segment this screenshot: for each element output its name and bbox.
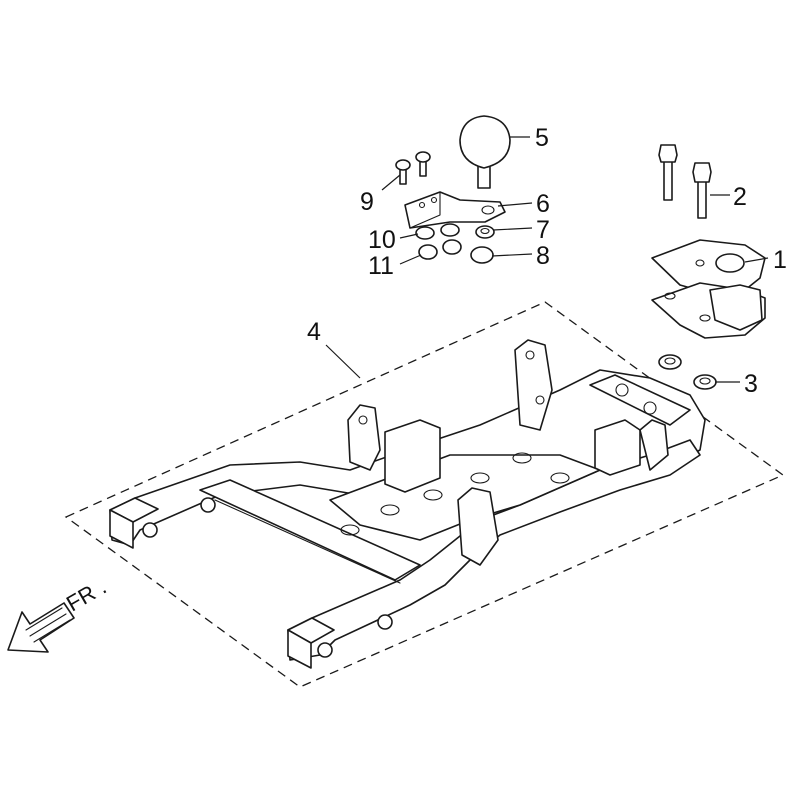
engine-mount-bracket [514,339,553,431]
mount-bracket-assembly [651,239,766,339]
nut [442,239,462,255]
tube-bolt [643,401,657,415]
plate-hole [340,524,360,536]
engine-mount-bracket [639,419,669,471]
mount-plate-hole-small [664,292,676,300]
leader-lines [325,136,769,383]
nut [693,374,717,390]
screw-head [415,151,431,163]
engine-mount-bracket [347,404,381,471]
callout-labels: 1 2 3 4 5 6 7 8 9 10 11 [307,124,787,398]
mount-rubber [709,284,763,331]
nut [658,354,682,370]
leader-6 [497,202,533,207]
nut [418,244,438,260]
leader-4 [325,344,361,379]
callout-11: 11 [368,252,394,280]
mount-plate-hole [715,253,745,273]
plate-hole [470,472,490,484]
plate-hole [423,489,443,501]
rail-bolt [200,497,216,513]
leader-11 [399,254,422,265]
knob-bracket-fold [409,191,441,229]
mount-plate-hole-small [695,259,705,267]
mount-bolts [658,144,712,219]
knob-bracket-hole-small [430,196,438,204]
callout-2: 2 [733,183,747,211]
knob-bracket-hole [481,205,495,215]
leader-10 [399,233,419,239]
knob-bracket-body [404,191,506,229]
plate-hole [380,504,400,516]
nut-hole [664,357,676,365]
knob-head [459,115,511,169]
frame-rail-lower [287,439,701,661]
callout-10: 10 [368,226,396,254]
frame-boundary [64,301,785,688]
tube-bolt [615,383,629,397]
mount-bolt-head [692,162,712,183]
knob-bracket-hole-small [418,201,426,209]
frame-assembly [109,339,706,669]
callout-8: 8 [536,242,550,270]
washer-hole [480,227,490,235]
mount-plate-hole-small [699,314,711,322]
plate-hole [512,452,532,464]
screw-head [395,159,411,171]
rail-bolt [142,522,158,538]
callout-6: 6 [536,190,550,218]
screws [395,151,431,185]
bracket-hole [525,350,535,360]
frame-rail-end-left-face [109,509,134,549]
callout-3: 3 [744,370,758,398]
bracket-hole [535,395,545,405]
callout-7: 7 [536,216,550,244]
front-arrow-icon [7,602,75,653]
frame-cross-member [199,479,421,581]
mount-bolt-head [658,144,678,163]
callout-4: 4 [307,318,321,346]
front-direction-indicator: FR . [7,574,110,653]
nut-hole [699,377,711,385]
callout-5: 5 [535,124,549,152]
engine-mount-block [384,419,441,493]
nut [470,246,494,264]
leader-8 [491,253,533,257]
washer [415,226,435,240]
callout-1: 1 [773,246,787,274]
knob-bracket [404,191,506,229]
frame-cross-member-edge [214,499,401,584]
knob [459,115,511,189]
bracket-hole [358,415,368,425]
rail-bolt [377,614,393,630]
front-arrow-shading [25,607,71,643]
plate-hole [550,472,570,484]
mount-bolt-shank [663,159,673,201]
frame-rear-tube [589,374,691,426]
washer [475,225,495,239]
washer [440,223,460,237]
mount-bolt-shank [697,179,707,219]
rail-bolt [317,642,333,658]
engine-mount-bracket [457,487,499,566]
washers [415,223,495,264]
leader-9 [381,174,401,191]
leader-7 [492,227,533,231]
mount-nuts [658,354,717,390]
frame-rail-end-right-face [287,629,312,669]
engine-mount-block [594,419,641,476]
callout-9: 9 [360,188,374,216]
leader-1 [744,257,769,263]
